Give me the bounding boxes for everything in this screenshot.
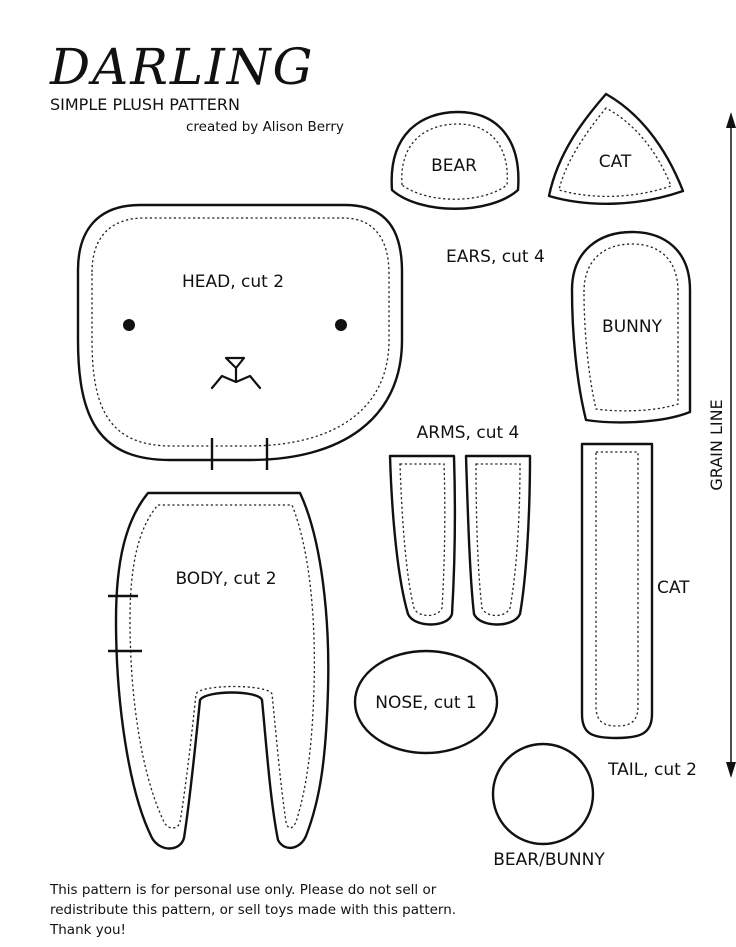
pattern-byline: created by Alison Berry (186, 119, 344, 135)
bear-ear-label: BEAR (431, 156, 477, 176)
cat-tail-piece (580, 442, 654, 740)
right-arm-piece (464, 454, 532, 626)
usage-notice: This pattern is for personal use only. P… (50, 880, 610, 940)
usage-notice-line: redistribute this pattern, or sell toys … (50, 902, 457, 918)
grain-line-arrow (726, 112, 736, 778)
round-tail-piece (491, 742, 595, 846)
arms-cut-label: ARMS, cut 4 (417, 423, 520, 443)
cat-ear-label: CAT (599, 152, 632, 172)
pattern-subtitle: SIMPLE PLUSH PATTERN (50, 95, 240, 114)
head-piece: HEAD, cut 2 (76, 203, 404, 470)
head-cut-label: HEAD, cut 2 (182, 272, 284, 292)
nose-piece: NOSE, cut 1 (353, 649, 499, 755)
body-cut-label: BODY, cut 2 (175, 569, 276, 589)
cat-tail-label: CAT (657, 578, 690, 598)
bunny-ear-label: BUNNY (602, 317, 663, 337)
left-eye-icon (123, 319, 135, 331)
right-eye-icon (335, 319, 347, 331)
left-arm-piece (388, 454, 457, 626)
bear-ear-piece: BEAR (390, 110, 520, 210)
grain-line-label: GRAIN LINE (707, 399, 726, 490)
usage-notice-line: This pattern is for personal use only. P… (50, 882, 437, 898)
nose-cut-label: NOSE, cut 1 (375, 693, 476, 713)
ears-cut-label: EARS, cut 4 (446, 247, 545, 267)
bear-bunny-tail-label: BEAR/BUNNY (493, 850, 605, 870)
usage-notice-line: Thank you! (50, 922, 126, 938)
body-piece: BODY, cut 2 (108, 491, 330, 850)
tail-cut-label: TAIL, cut 2 (607, 760, 697, 780)
bunny-ear-piece: BUNNY (570, 230, 692, 424)
cat-ear-piece: CAT (547, 92, 685, 205)
mouth-icon (210, 356, 262, 390)
pattern-title: DARLING (49, 38, 315, 96)
